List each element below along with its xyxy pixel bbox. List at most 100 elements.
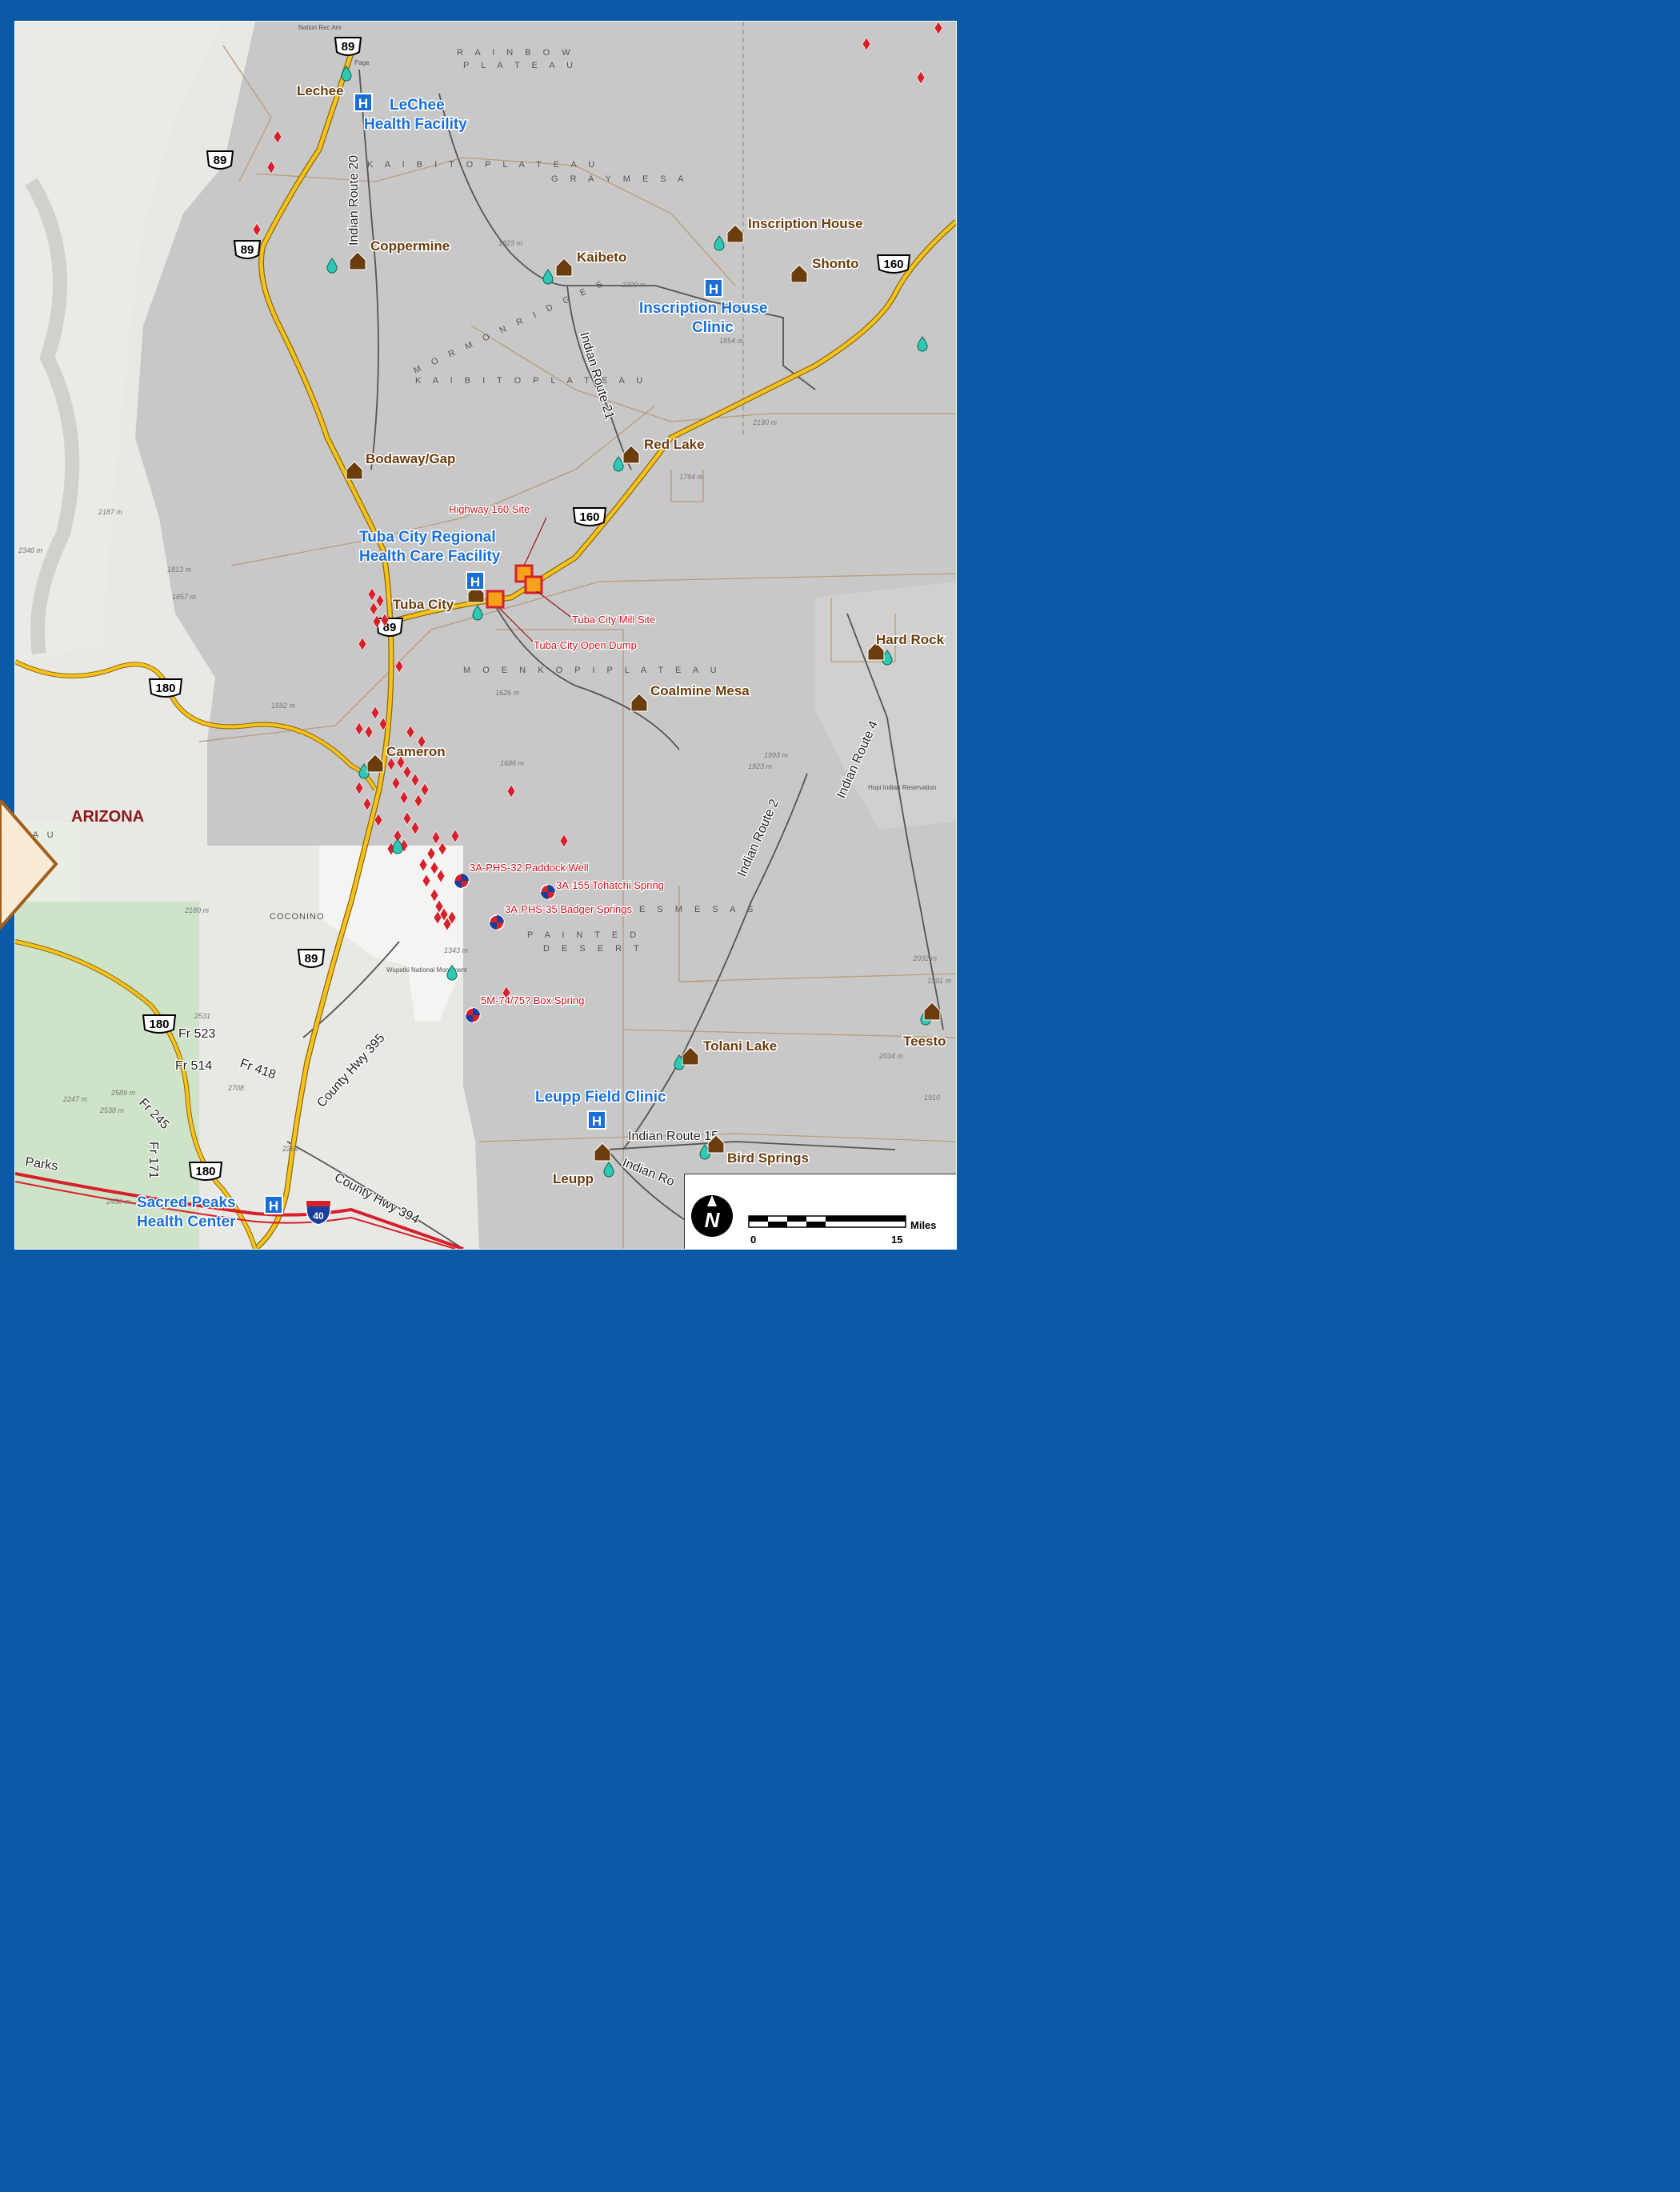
label-site-tohatchi: 3A-155 Tohatchi Spring: [556, 879, 664, 891]
label-leupp: Leupp: [553, 1171, 594, 1186]
site-dump-marker: [486, 590, 505, 609]
hospital-icon: H: [587, 1110, 606, 1130]
shield-i40: 40: [306, 1200, 331, 1226]
svg-text:89: 89: [214, 154, 227, 167]
label-sacred-peaks-2: Health Center: [137, 1214, 236, 1230]
svg-text:H: H: [592, 1114, 602, 1129]
canyon-shadow: [25, 178, 80, 655]
terrain-kaibito-2: K A I B I T O P L A T E A U: [415, 376, 647, 386]
svg-text:2034 m: 2034 m: [878, 1052, 904, 1060]
label-coppermine: Coppermine: [370, 238, 450, 254]
svg-text:1854 m: 1854 m: [719, 337, 744, 345]
diamond-markers: [252, 22, 943, 1000]
svg-text:160: 160: [579, 510, 599, 524]
house-markers: [346, 224, 941, 1162]
label-lechee-hf-1: LeChee: [390, 97, 445, 114]
svg-text:H: H: [269, 1198, 278, 1214]
svg-text:1857 m: 1857 m: [172, 593, 197, 601]
map-canvas[interactable]: R A I N B O W P L A T E A U K A I B I T …: [14, 21, 957, 1250]
label-kaibeto: Kaibeto: [577, 250, 626, 265]
health-labels: LeChee Health Facility Inscription House…: [136, 96, 769, 1232]
label-ir15: Indian Route 15: [628, 1130, 718, 1143]
svg-text:2187 m: 2187 m: [98, 508, 123, 516]
highway-shields: 89 89 89 89 89 160 160 180 180 180 40: [142, 37, 911, 1226]
shield-us89-a: 89: [206, 150, 234, 170]
spring-badger-marker: [489, 914, 505, 930]
label-fr171: Fr 171: [146, 1142, 160, 1178]
svg-text:160: 160: [883, 258, 903, 271]
label-site-hwy160: Highway 160 Site: [449, 503, 530, 515]
shield-us89-b: 89: [233, 240, 262, 259]
terrain-coconino: COCONINO: [270, 912, 325, 922]
svg-text:1813 m: 1813 m: [167, 566, 192, 574]
svg-text:2200 m: 2200 m: [621, 281, 646, 289]
hospital-icon: H: [264, 1195, 283, 1214]
svg-text:2247 m: 2247 m: [62, 1095, 88, 1103]
label-bodaway: Bodaway/Gap: [366, 451, 455, 466]
spring-box-marker: [465, 1007, 481, 1023]
terrain-mesas: E S M E S A S: [639, 905, 758, 914]
svg-text:180: 180: [149, 1018, 169, 1031]
shield-us180-a: 180: [148, 678, 183, 698]
svg-text:89: 89: [342, 40, 355, 54]
svg-text:89: 89: [241, 243, 254, 257]
label-fr514: Fr 514: [175, 1059, 212, 1073]
label-tolani: Tolani Lake: [703, 1038, 777, 1054]
spring-paddock-marker: [454, 873, 470, 889]
svg-text:2450 m: 2450 m: [106, 1198, 131, 1206]
svg-text:Nation Rec Are: Nation Rec Are: [298, 24, 342, 31]
svg-text:180: 180: [195, 1165, 215, 1178]
svg-text:1923 m: 1923 m: [748, 762, 773, 770]
svg-text:2264: 2264: [282, 1145, 298, 1153]
svg-text:1686 m: 1686 m: [500, 759, 525, 767]
svg-text:2032 m: 2032 m: [912, 954, 938, 962]
north-letter: N: [705, 1208, 721, 1232]
label-tuba-regional-2: Health Care Facility: [359, 548, 501, 565]
svg-text:1592 m: 1592 m: [271, 702, 296, 710]
hopi-area: [815, 582, 956, 830]
label-inscription-house: Inscription House: [748, 216, 863, 231]
label-state: ARIZONA: [71, 808, 144, 826]
label-bird-springs: Bird Springs: [727, 1150, 809, 1166]
shield-us89-d: 89: [297, 949, 326, 968]
terrain-moenkopi: M O E N K O P I P L A T E A U: [463, 666, 722, 675]
scale-svg: N 0 15 Miles: [691, 1195, 937, 1246]
scale-start: 0: [750, 1234, 756, 1246]
svg-text:1794 m: 1794 m: [679, 473, 704, 481]
svg-text:1823 m: 1823 m: [498, 239, 523, 247]
svg-text:1343 m: 1343 m: [444, 946, 469, 954]
label-lechee: Lechee: [297, 83, 344, 98]
chapter-boundaries: [198, 45, 956, 1249]
label-hard-rock: Hard Rock: [876, 632, 945, 647]
svg-text:1993 m: 1993 m: [764, 751, 789, 759]
svg-text:1626 m: 1626 m: [495, 689, 520, 697]
shield-us160-a: 160: [876, 254, 911, 274]
forest-area: [15, 902, 199, 1249]
small-labels: Nation Rec Are Page Wupatki National Mon…: [298, 24, 936, 974]
hospital-icon: H: [466, 571, 485, 590]
health-icons: H H H H H: [264, 93, 723, 1214]
label-cameron: Cameron: [386, 744, 446, 759]
north-arrow-icon: [691, 1195, 733, 1237]
label-red-lake: Red Lake: [644, 437, 705, 452]
us-highways: [15, 52, 956, 1249]
label-tuba-city: Tuba City: [393, 597, 454, 612]
terrain-kaibito: K A I B I T O P L A T E A U: [367, 160, 599, 170]
label-ir20: Indian Route 20: [347, 155, 361, 246]
label-site-paddock: 3A-PHS-32 Paddock Well: [470, 862, 589, 874]
shield-us180-c: 180: [188, 1162, 223, 1181]
terrain-rainbow: R A I N B O W: [457, 48, 575, 58]
site-mill-marker: [524, 575, 543, 594]
svg-text:40: 40: [313, 1210, 324, 1222]
svg-text:1910: 1910: [924, 1094, 940, 1102]
svg-text:Page: Page: [354, 59, 370, 66]
label-leupp-clinic: Leupp Field Clinic: [535, 1089, 666, 1106]
label-lechee-hf-2: Health Facility: [364, 116, 467, 133]
svg-text:180: 180: [155, 682, 175, 695]
svg-text:2346 m: 2346 m: [18, 546, 43, 554]
scale-bar-box: N 0 15 Miles: [684, 1174, 956, 1249]
svg-text:H: H: [470, 574, 480, 590]
label-tuba-regional-1: Tuba City Regional: [359, 529, 496, 546]
svg-text:H: H: [358, 96, 368, 111]
svg-text:2589 m: 2589 m: [110, 1089, 136, 1097]
